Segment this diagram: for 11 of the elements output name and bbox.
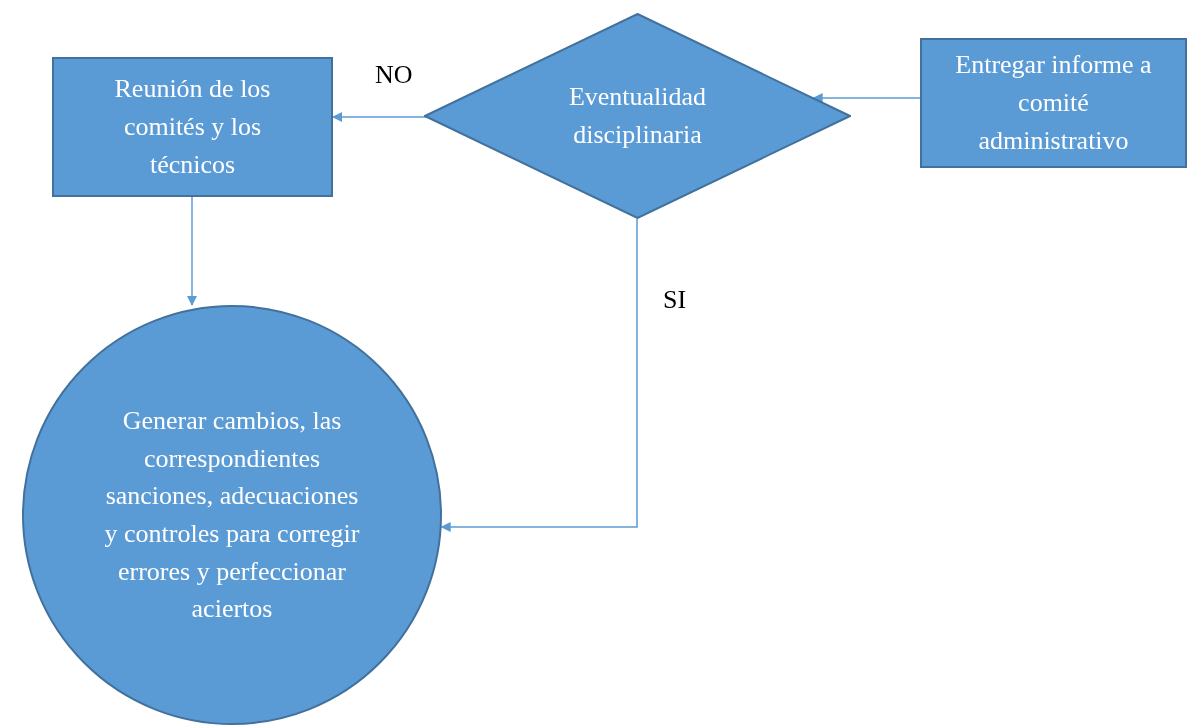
node-text: Reunión de los comités y los técnicos: [113, 73, 272, 181]
node-text: Eventualidad disciplinaria: [567, 81, 708, 151]
arrow: [440, 218, 638, 532]
arrow: [332, 112, 427, 122]
decision-diamond: [424, 13, 851, 219]
process-box: [920, 38, 1187, 168]
arrow: [812, 93, 921, 103]
node-text: Generar cambios, las correspondientes sanciones, adecuaciones y controles para corregir errores y perfeccionar aciertos: [104, 404, 360, 626]
node-text: Entregar informe a comité administrativo: [954, 49, 1153, 157]
arrow: [187, 196, 197, 306]
process-box: [52, 57, 333, 197]
